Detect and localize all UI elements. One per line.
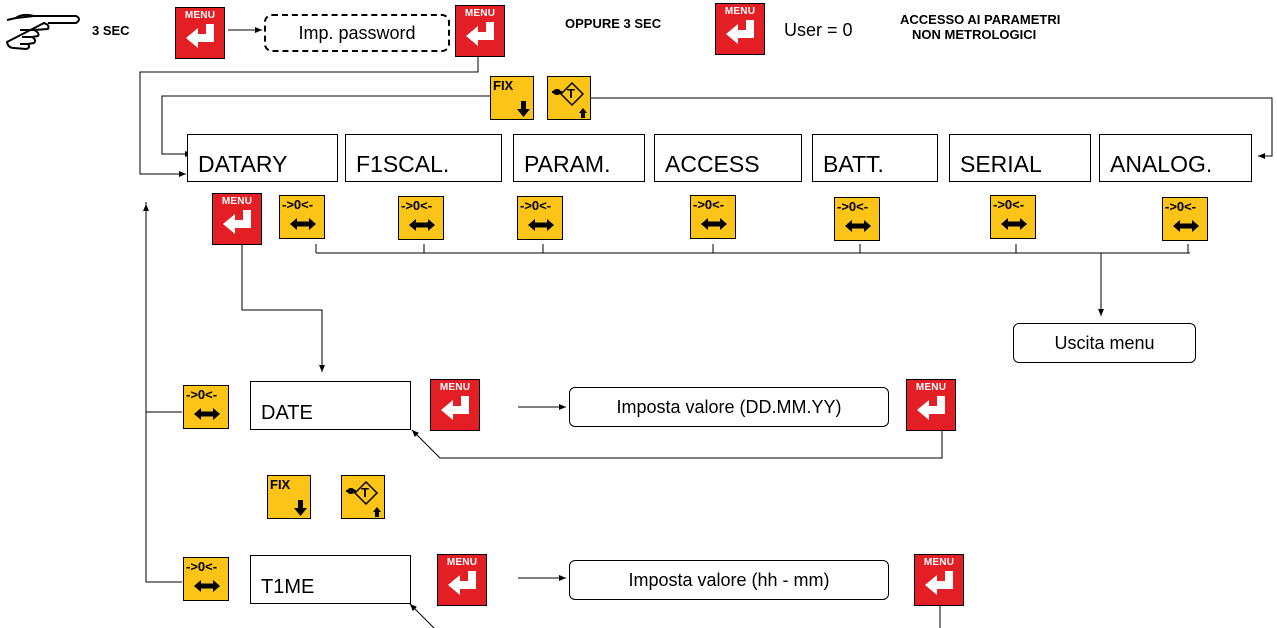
menu-key[interactable]: MENU <box>437 554 487 606</box>
double-arrow-icon <box>701 218 727 230</box>
enter-arrow-icon <box>186 24 214 48</box>
double-arrow-icon <box>194 580 220 592</box>
double-arrow-icon <box>1001 218 1027 230</box>
zero-key[interactable]: ->0<- <box>834 197 880 241</box>
zero-key-label: ->0<- <box>1165 199 1197 214</box>
tare-icon <box>346 480 381 517</box>
zero-key-label: ->0<- <box>520 198 552 213</box>
zero-key[interactable]: ->0<- <box>690 195 736 239</box>
menu-item-param[interactable]: PARAM. <box>513 134 645 182</box>
zero-key-label: ->0<- <box>186 559 218 574</box>
menu-key[interactable]: MENU <box>914 554 964 606</box>
double-arrow-icon <box>290 218 316 230</box>
menu-key-label: MENU <box>464 8 496 19</box>
pointing-hand-icon <box>6 13 80 50</box>
zero-key-label: ->0<- <box>693 197 725 212</box>
double-arrow-icon <box>1173 220 1199 232</box>
zero-key[interactable]: ->0<- <box>398 196 444 240</box>
exit-menu-box: Uscita menu <box>1013 323 1196 363</box>
double-arrow-icon <box>528 219 554 231</box>
zero-key[interactable]: ->0<- <box>1162 197 1208 241</box>
zero-key[interactable]: ->0<- <box>183 385 229 429</box>
tare-key[interactable]: T <box>547 76 591 120</box>
access-params-line2: NON METROLOGICI <box>912 27 1037 42</box>
menu-key[interactable]: MENU <box>906 379 956 431</box>
menu-item-access[interactable]: ACCESS <box>654 134 802 182</box>
user-zero-text: User = 0 <box>784 20 853 40</box>
zero-key-label: ->0<- <box>401 198 433 213</box>
fix-key[interactable]: FIX <box>490 76 534 120</box>
menu-key-label: MENU <box>923 557 955 568</box>
enter-arrow-icon <box>917 396 945 420</box>
down-arrow-icon <box>294 500 307 516</box>
menu-key[interactable]: MENU <box>430 379 480 431</box>
enter-arrow-icon <box>448 571 476 595</box>
menu-key[interactable]: MENU <box>455 5 505 57</box>
zero-key-label: ->0<- <box>186 387 218 402</box>
time-box[interactable]: T1ME <box>250 555 411 604</box>
menu-item-fiscal[interactable]: F1SCAL. <box>345 134 502 182</box>
enter-arrow-icon <box>726 20 754 44</box>
menu-key-label: MENU <box>184 10 216 21</box>
menu-key-label: MENU <box>446 557 478 568</box>
zero-key[interactable]: ->0<- <box>279 195 325 239</box>
or-3sec-text: OPPURE 3 SEC <box>565 16 662 31</box>
menu-key[interactable]: MENU <box>715 3 765 55</box>
menu-key[interactable]: MENU <box>212 193 262 245</box>
enter-arrow-icon <box>466 22 494 46</box>
date-box[interactable]: DATE <box>250 381 411 430</box>
menu-key-label: MENU <box>724 6 756 17</box>
hold-3sec-text: 3 SEC <box>92 23 130 38</box>
access-params-line1: ACCESSO AI PARAMETRI <box>900 12 1061 27</box>
fix-key-label: FIX <box>493 78 514 93</box>
zero-key-label: ->0<- <box>282 197 314 212</box>
menu-item-datary[interactable]: DATARY <box>187 134 338 182</box>
zero-key-label: ->0<- <box>837 199 869 214</box>
password-entry-box: Imp. password <box>264 14 450 52</box>
zero-key[interactable]: ->0<- <box>990 195 1036 239</box>
menu-key-label: MENU <box>439 382 471 393</box>
double-arrow-icon <box>409 219 435 231</box>
fix-key[interactable]: FIX <box>267 475 311 519</box>
menu-key-label: MENU <box>915 382 947 393</box>
zero-key[interactable]: ->0<- <box>517 196 563 240</box>
tare-icon <box>552 81 587 118</box>
menu-key[interactable]: MENU <box>175 7 225 59</box>
menu-item-serial[interactable]: SERIAL <box>949 134 1091 182</box>
enter-arrow-icon <box>223 210 251 234</box>
enter-arrow-icon <box>925 571 953 595</box>
double-arrow-icon <box>845 220 871 232</box>
date-value-prompt: Imposta valore (DD.MM.YY) <box>569 387 889 427</box>
fix-key-label: FIX <box>270 477 291 492</box>
enter-arrow-icon <box>441 396 469 420</box>
time-value-prompt: Imposta valore (hh - mm) <box>569 560 889 600</box>
menu-item-batt[interactable]: BATT. <box>812 134 938 182</box>
menu-key-label: MENU <box>221 196 253 207</box>
double-arrow-icon <box>194 408 220 420</box>
tare-key-label: T <box>567 86 575 101</box>
zero-key[interactable]: ->0<- <box>183 557 229 601</box>
tare-key[interactable]: T <box>341 475 385 519</box>
down-arrow-icon <box>517 101 530 117</box>
menu-item-analog[interactable]: ANALOG. <box>1099 134 1252 182</box>
tare-key-label: T <box>361 485 369 500</box>
zero-key-label: ->0<- <box>993 197 1025 212</box>
